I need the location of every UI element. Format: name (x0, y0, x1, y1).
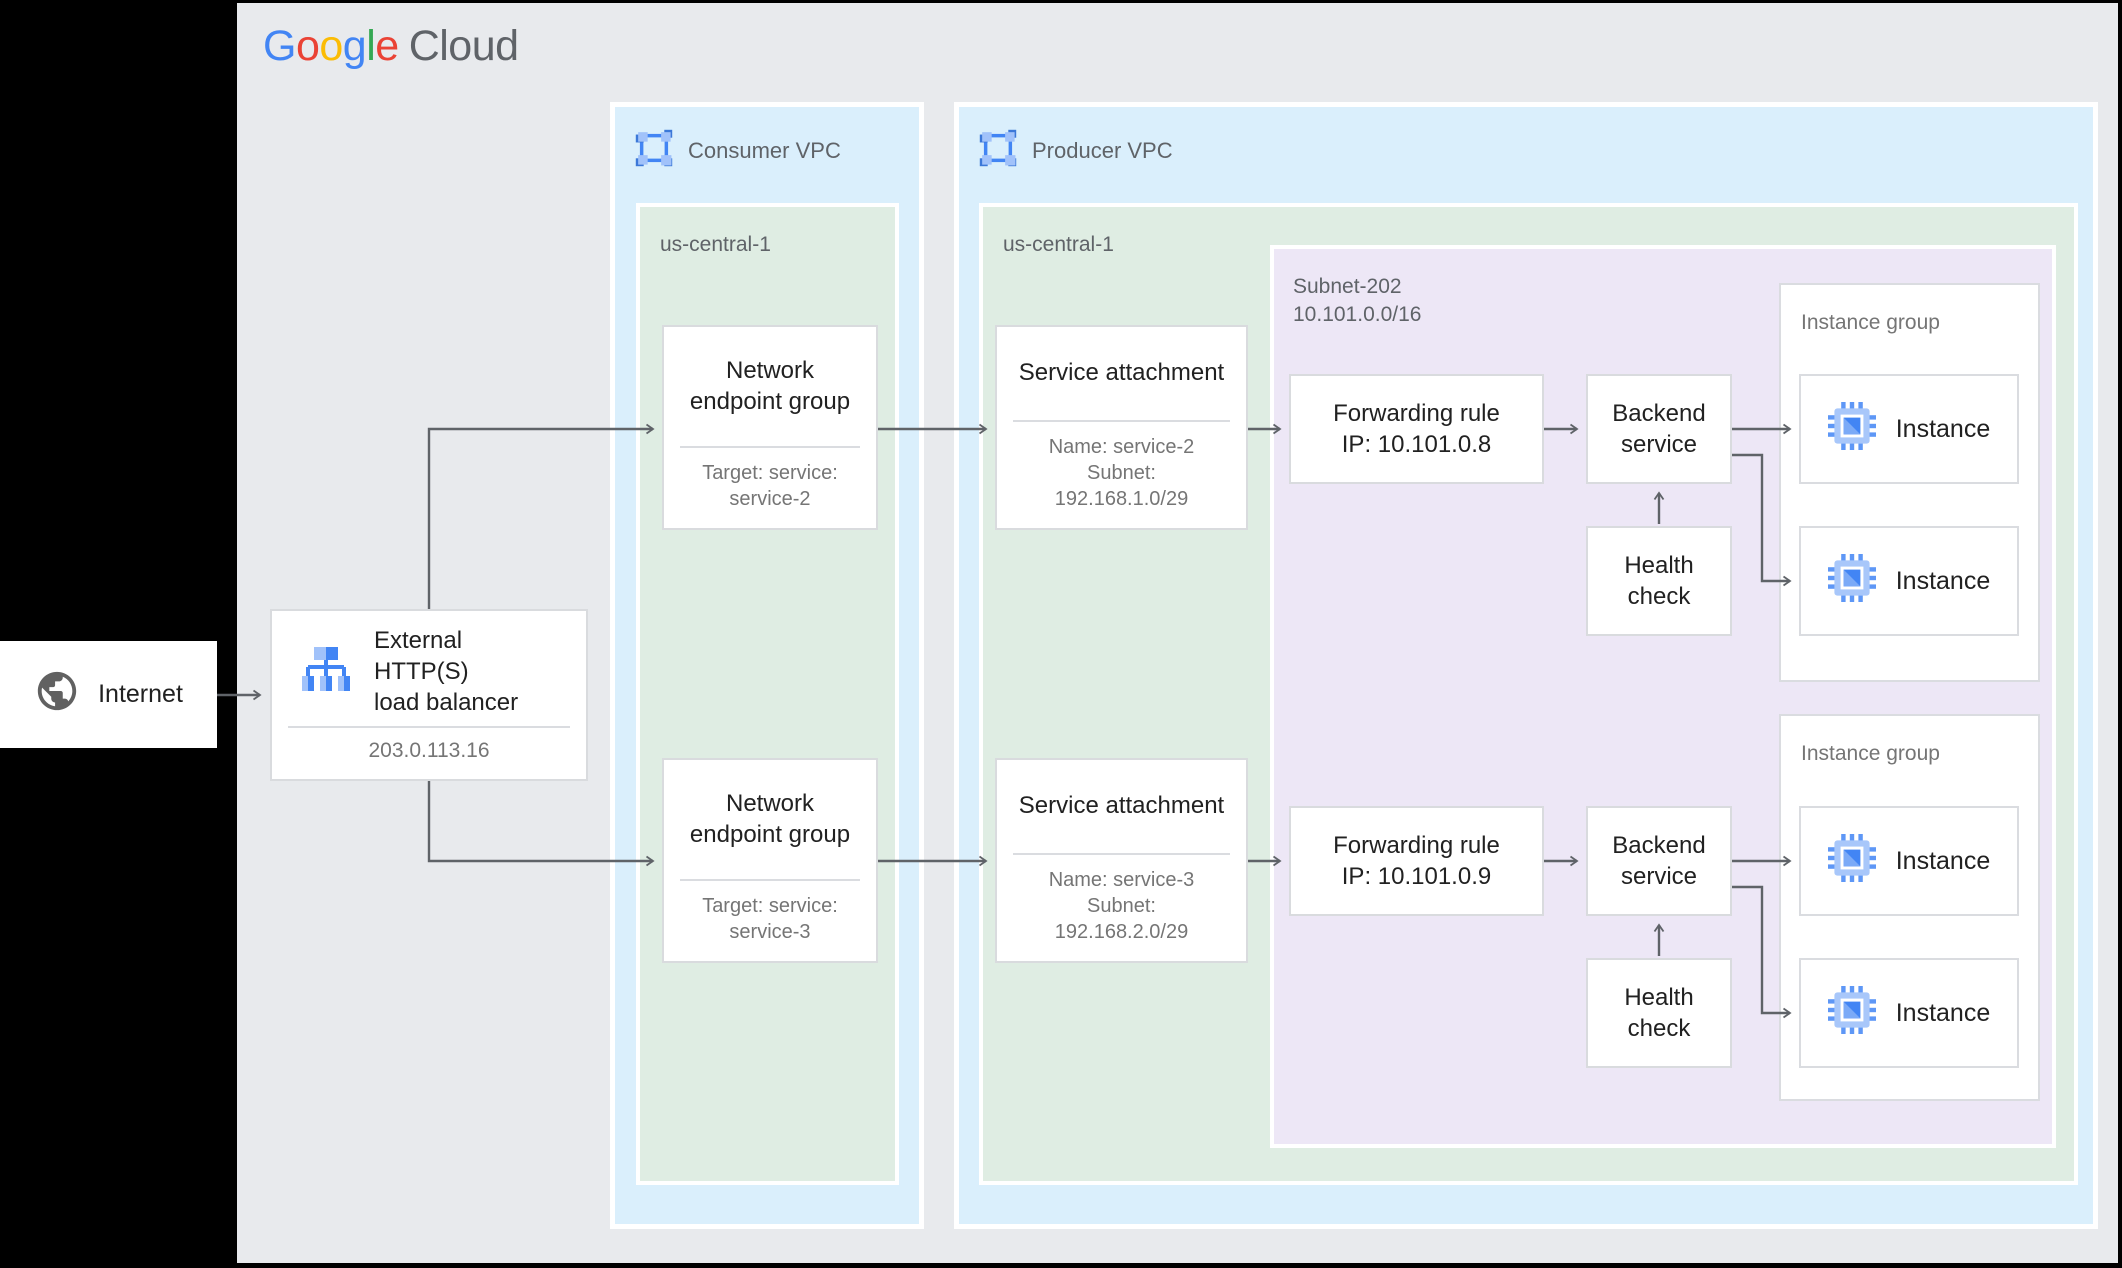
logo-letter: g (342, 22, 367, 70)
instance-node: Instance (1799, 958, 2019, 1068)
producer-vpc-label: Producer VPC (1032, 137, 1173, 163)
subnet-name: Subnet-202 (1293, 275, 1402, 298)
logo-letter: o (295, 22, 320, 70)
instance-node: Instance (1799, 526, 2019, 636)
globe-icon (34, 668, 80, 721)
instance-label: Instance (1895, 846, 1991, 875)
network-endpoint-group-1: Network endpoint group Target: service:s… (662, 325, 878, 530)
neg-target: Target: service:service-3 (702, 895, 838, 943)
load-balancer-node: External HTTP(S) load balancer 203.0.113… (270, 609, 588, 781)
health-check-2: Health check (1586, 958, 1732, 1068)
logo-cloud-text: Cloud (408, 22, 519, 70)
network-endpoint-group-2: Network endpoint group Target: service:s… (662, 758, 878, 963)
load-balancer-title-line1: External HTTP(S) (374, 626, 469, 685)
load-balancer-title: External HTTP(S) load balancer (374, 625, 562, 719)
neg-title: Network endpoint group (689, 356, 851, 415)
card-divider (680, 879, 860, 881)
load-balancer-ip: 203.0.113.16 (368, 739, 490, 762)
load-balancer-title-line2: load balancer (374, 689, 519, 717)
instance-group-label: Instance group (1801, 742, 1940, 765)
neg-target: Target: service:service-2 (702, 462, 838, 510)
health-check-1: Health check (1586, 526, 1732, 636)
service-attachment-title: Service attachment (1018, 792, 1225, 820)
compute-instance-icon (1827, 833, 1876, 889)
compute-instance-icon (1827, 553, 1876, 609)
internet-node: Internet (0, 641, 217, 748)
card-divider (288, 726, 570, 728)
logo-letter: G (263, 22, 296, 70)
card-divider (1013, 420, 1230, 422)
card-divider (1013, 853, 1230, 855)
consumer-vpc-label: Consumer VPC (688, 137, 841, 163)
subnet-label: Subnet-202 10.101.0.0/16 (1293, 273, 1421, 330)
instance-node: Instance (1799, 806, 2019, 916)
compute-instance-icon (1827, 401, 1876, 457)
instance-label: Instance (1895, 998, 1991, 1027)
subnet-cidr: 10.101.0.0/16 (1293, 303, 1422, 327)
service-attachment-title: Service attachment (1018, 359, 1225, 387)
producer-region-label: us-central-1 (1003, 233, 1114, 256)
consumer-region-label: us-central-1 (660, 233, 771, 256)
instance-node: Instance (1799, 374, 2019, 484)
neg-title: Network endpoint group (689, 789, 851, 848)
backend-service-2: Backend service (1586, 806, 1732, 916)
card-divider (680, 446, 860, 448)
compute-instance-icon (1827, 985, 1876, 1041)
instance-label: Instance (1895, 414, 1991, 443)
logo-letter: e (375, 22, 399, 70)
instance-label: Instance (1895, 566, 1991, 595)
consumer-vpc-header: Consumer VPC (635, 129, 841, 172)
logo-letter: l (366, 22, 376, 70)
vpc-icon (635, 129, 673, 172)
vpc-icon (979, 129, 1017, 172)
instance-group-label: Instance group (1801, 311, 1940, 334)
load-balancer-icon (298, 645, 354, 698)
logo-letter: o (319, 22, 343, 70)
producer-vpc-header: Producer VPC (979, 129, 1173, 172)
backend-service-1: Backend service (1586, 374, 1732, 484)
internet-label: Internet (98, 680, 183, 708)
